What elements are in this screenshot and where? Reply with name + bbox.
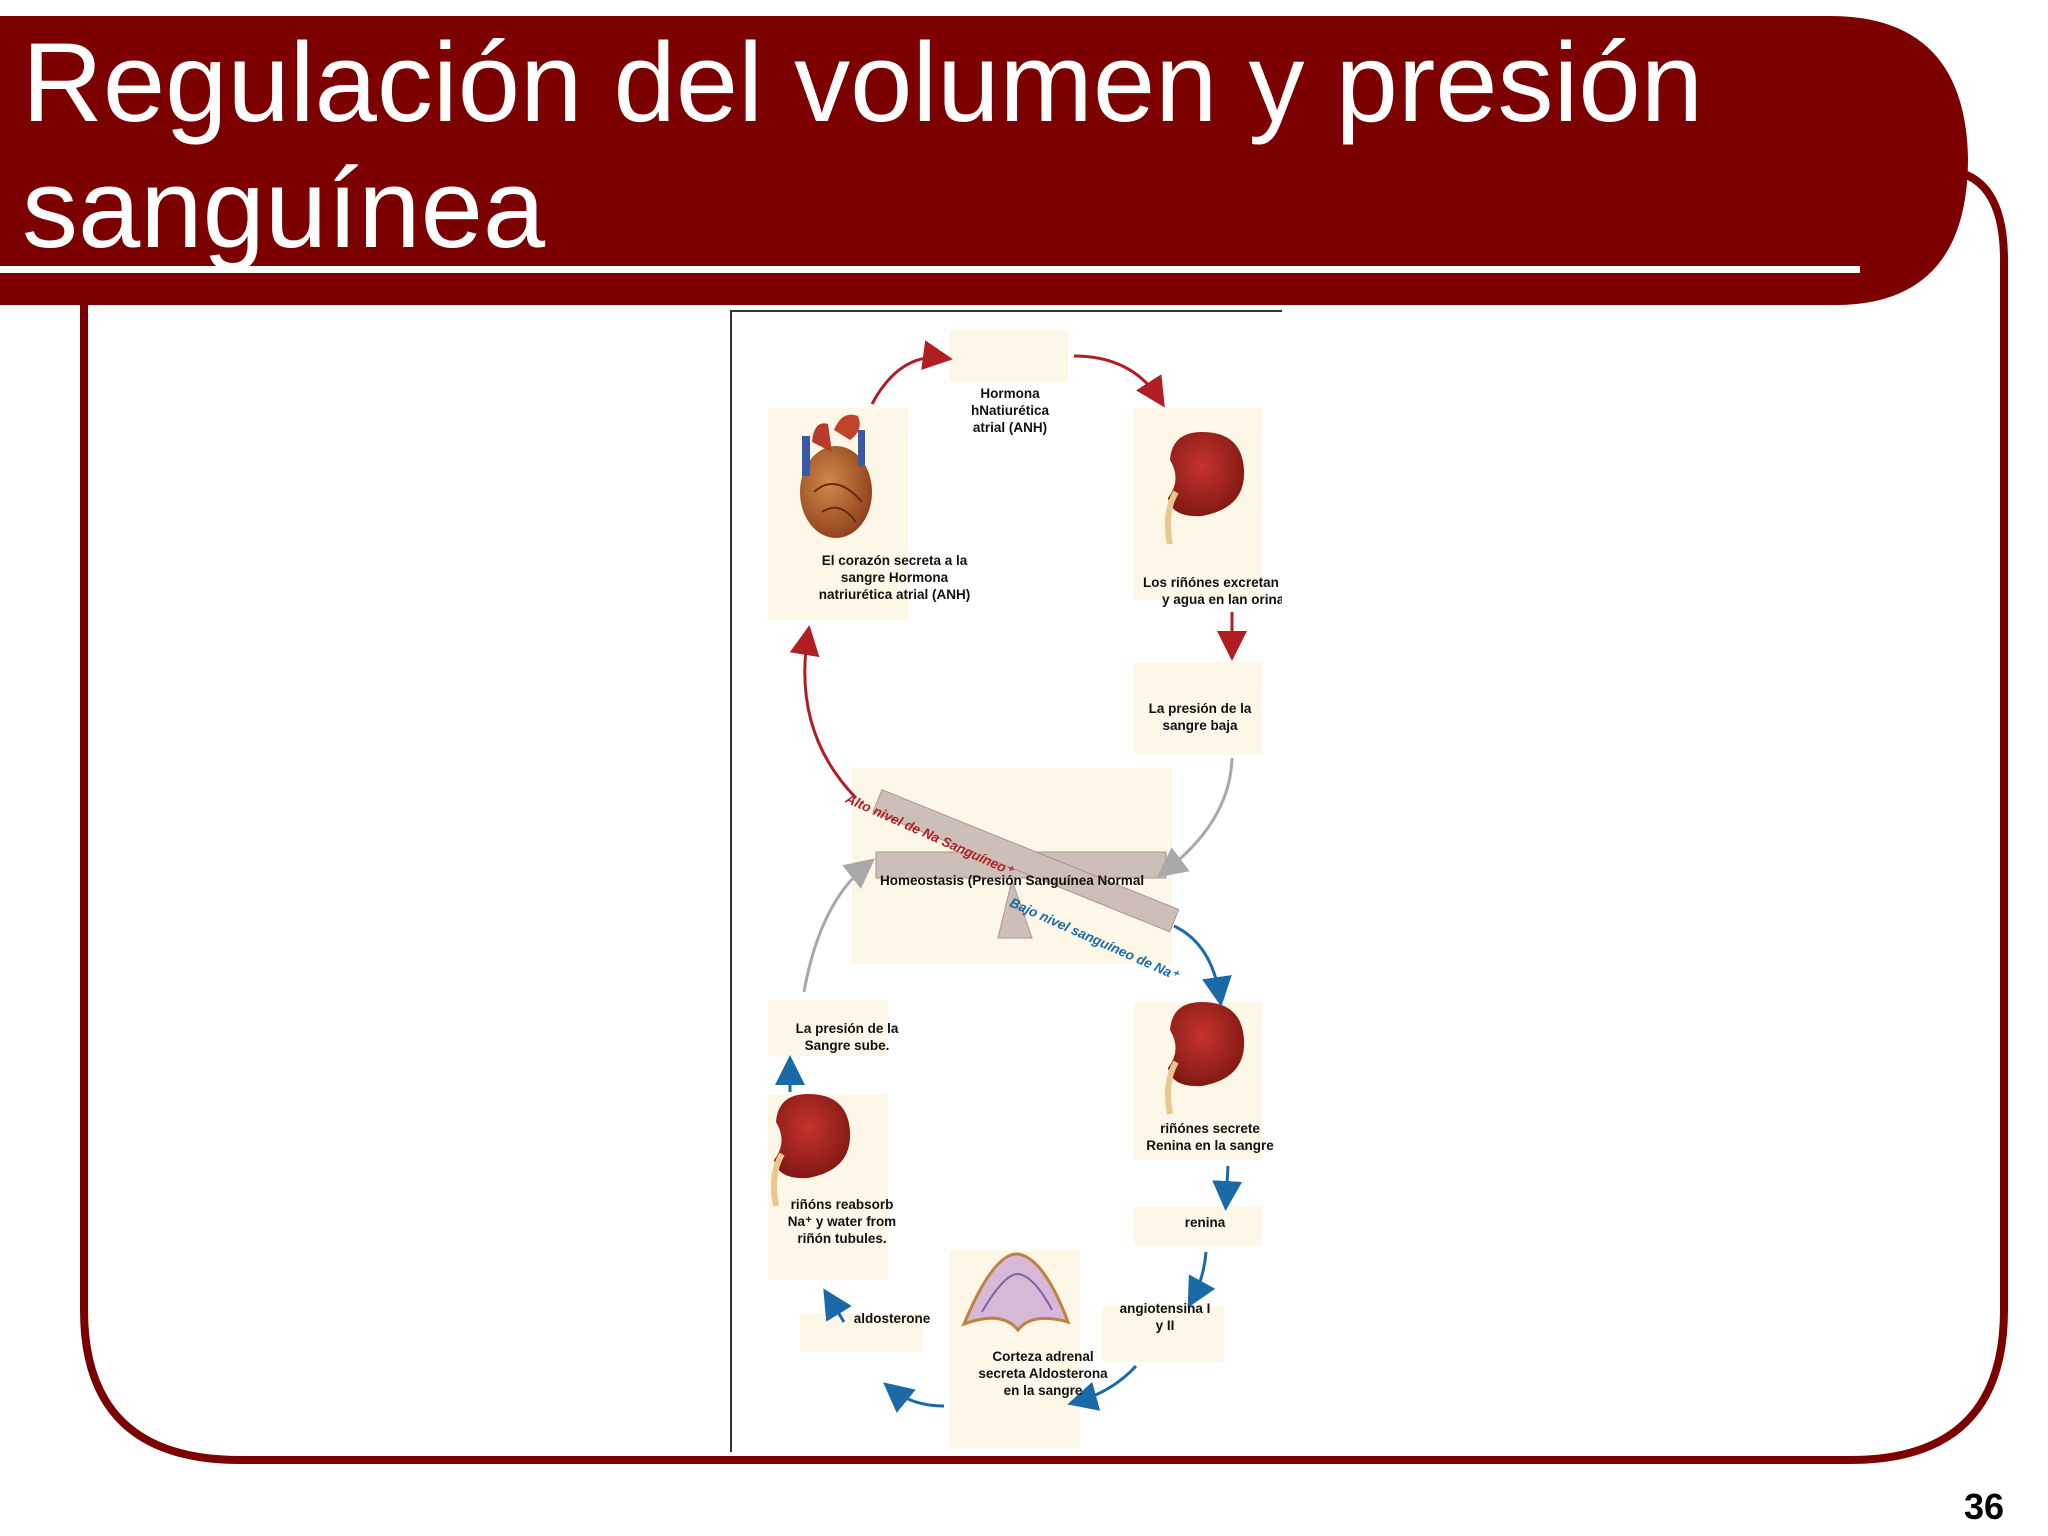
label-kidneys-secrete-renin: riñónes secrete Renina en la sangre bbox=[1146, 1121, 1274, 1153]
seesaw bbox=[872, 789, 1180, 939]
arrow-heart-to-anh bbox=[870, 340, 953, 405]
slide-number: 36 bbox=[1963, 1486, 2004, 1527]
label-kidneys-reabsorb: riñóns reabsorb Na⁺ y water from riñón t… bbox=[787, 1197, 897, 1246]
arrow-low-to-kidney bbox=[1173, 924, 1232, 1007]
seesaw-beam bbox=[872, 789, 1180, 933]
slide-title: Regulación del volumen y presión sanguín… bbox=[22, 20, 1703, 271]
label-aldosterone: aldosterone bbox=[853, 1311, 931, 1326]
box-pressure-low bbox=[1134, 662, 1262, 754]
content-frame bbox=[80, 166, 2008, 1464]
label-pressure-rises: La presión de la Sangre sube. bbox=[795, 1021, 899, 1053]
title-underline bbox=[0, 266, 1860, 273]
label-anh: Hormona hNatiurética atrial (ANH) bbox=[970, 386, 1050, 435]
label-heart-secretes: El corazón secreta a la sangre Hormona n… bbox=[818, 553, 971, 602]
box-renin bbox=[1134, 1206, 1262, 1246]
arrow-angiotensin-to-adrenal bbox=[1067, 1364, 1138, 1411]
diagram-artwork bbox=[768, 330, 1262, 1448]
label-renin: renina bbox=[1184, 1215, 1226, 1230]
homeostasis-diagram: Hormona hNatiurética atrial (ANH) El cor… bbox=[730, 310, 1282, 1452]
heart-illustration bbox=[800, 414, 872, 538]
arrow-renin-to-angiotensin bbox=[1187, 1251, 1216, 1308]
box-anh bbox=[950, 330, 1068, 382]
box-aldosterone bbox=[800, 1314, 922, 1352]
title-banner bbox=[0, 16, 1968, 305]
adrenal-illustration bbox=[961, 1252, 1071, 1333]
label-pressure-falls: La presión de la sangre baja bbox=[1148, 701, 1252, 733]
label-kidneys-excrete: Los riñónes excretan Na⁺ y agua en lan o… bbox=[1143, 575, 1282, 607]
arrow-adrenal-to-aldosterone bbox=[883, 1382, 945, 1413]
label-adrenal-cortex: Corteza adrenal secreta Aldosterona en l… bbox=[978, 1349, 1108, 1398]
arrow-renin-kidney-to-renin bbox=[1212, 1165, 1243, 1211]
arrow-pressure-up-to-homeostasis bbox=[802, 858, 876, 993]
arrow-anh-to-kidney bbox=[1073, 354, 1165, 408]
arrow-pressure-to-homeostasis bbox=[1156, 757, 1234, 878]
arrow-aldosterone-to-kidney bbox=[823, 1288, 852, 1323]
label-angiotensin: angiotensina I y II bbox=[1119, 1301, 1211, 1333]
arrow-high-to-heart bbox=[789, 625, 858, 800]
label-homeostasis: Homeostasis (Presión Sanguínea Normal bbox=[880, 873, 1145, 888]
kidney-illustrations bbox=[771, 432, 1245, 1207]
seesaw-fulcrum bbox=[997, 878, 1033, 939]
box-pressure-up bbox=[768, 1000, 888, 1056]
box-angiotensin bbox=[1102, 1306, 1224, 1362]
